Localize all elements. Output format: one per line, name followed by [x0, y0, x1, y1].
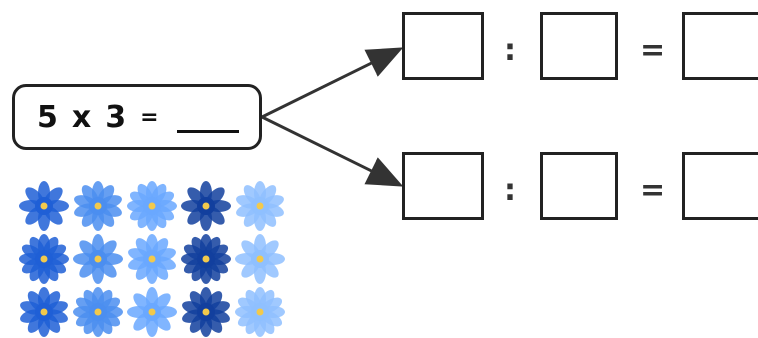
- factor-a: 5: [37, 99, 58, 135]
- flower-icon: [181, 234, 231, 284]
- flower-icon: [128, 234, 176, 284]
- flower-icon: [181, 181, 231, 231]
- factor-b: 3: [105, 99, 127, 135]
- flower-grid: [18, 180, 294, 337]
- flower-icon: [182, 287, 230, 337]
- row1-equals-sign: =: [640, 33, 666, 68]
- times-sign: x: [71, 99, 92, 135]
- arrow-up: [261, 47, 404, 119]
- row1-divide-sign: :: [504, 33, 516, 68]
- equals-sign: =: [140, 104, 159, 130]
- arrow-down: [261, 115, 404, 187]
- row2-dividend-box[interactable]: [402, 152, 484, 220]
- flower-icon: [127, 287, 177, 337]
- flower-icon: [19, 181, 69, 231]
- flower-icon: [74, 181, 122, 231]
- product-blank[interactable]: [176, 108, 239, 133]
- row2-equals-sign: =: [640, 173, 666, 208]
- row2-divisor-box[interactable]: [540, 152, 618, 220]
- row1-quotient-box[interactable]: [682, 12, 758, 80]
- row1-divisor-box[interactable]: [540, 12, 618, 80]
- flower-icon: [235, 287, 285, 337]
- flower-icon: [127, 181, 177, 231]
- flower-icon: [20, 287, 68, 337]
- flower-icon: [19, 234, 69, 284]
- multiplication-equation: 5 x 3 =: [12, 84, 262, 150]
- row2-divide-sign: :: [504, 173, 516, 208]
- flower-icon: [236, 181, 284, 231]
- flower-icon: [73, 234, 123, 284]
- flower-icon: [73, 287, 123, 337]
- row2-quotient-box[interactable]: [682, 152, 758, 220]
- flower-icon: [235, 234, 285, 284]
- row1-dividend-box[interactable]: [402, 12, 484, 80]
